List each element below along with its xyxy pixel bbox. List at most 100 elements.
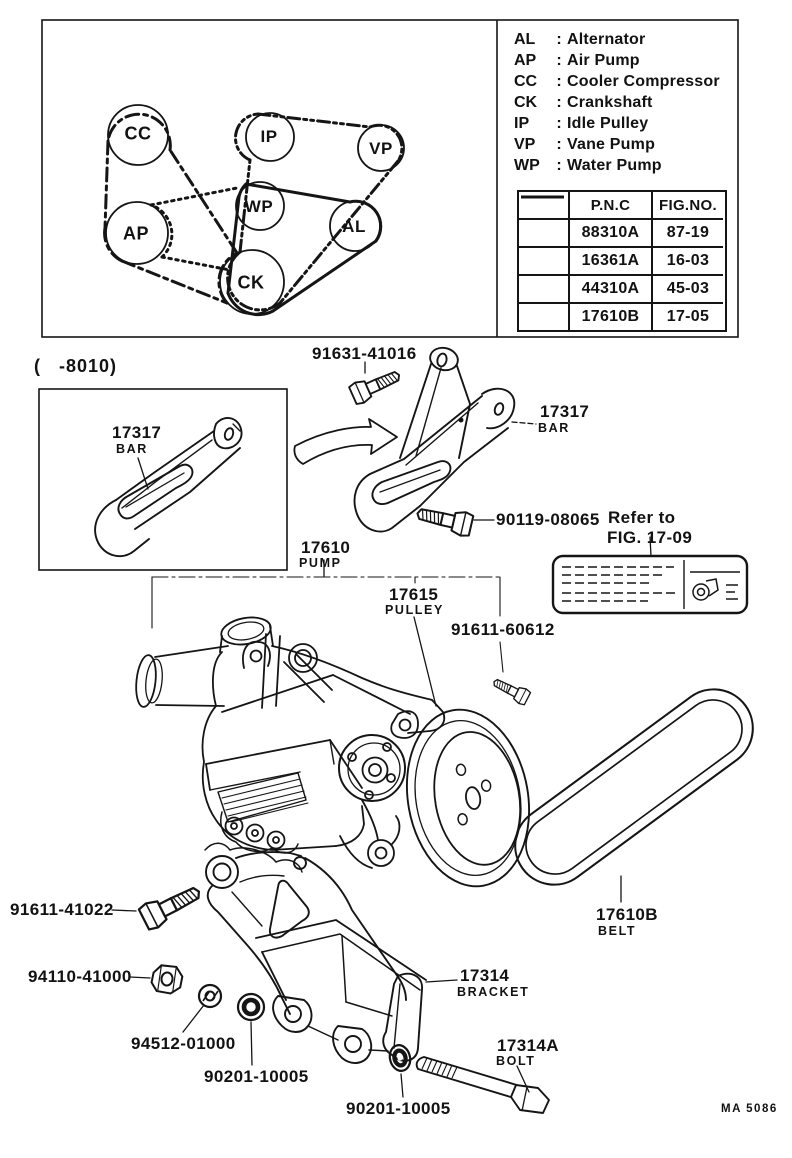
washer-90201-a-drawing <box>236 992 266 1022</box>
pulley-label-vp: VP <box>369 139 393 158</box>
legend-separator: : <box>556 114 562 132</box>
belt-dotted <box>149 186 239 272</box>
bolt-91611-41022-drawing <box>136 878 207 933</box>
washer-94512-drawing <box>197 983 223 1009</box>
callout-17615-number: 17615 <box>389 585 439 604</box>
legend-code: WP <box>514 156 540 174</box>
leader-lines <box>111 361 652 1098</box>
legend-name: Air Pump <box>567 51 640 69</box>
line-sample-dotted <box>519 195 570 330</box>
legend-name: Vane Pump <box>567 135 656 153</box>
line-sample-dash-dot <box>519 195 570 248</box>
table-corner-cell <box>519 192 570 220</box>
callout-17314a-number: 17314A <box>497 1036 559 1055</box>
caution-sticker <box>551 554 749 615</box>
pulley-17615-drawing <box>405 708 531 888</box>
legend-name: Water Pump <box>567 156 662 174</box>
callout-90201-10005-b: 90201-10005 <box>346 1099 451 1118</box>
table-cell-fig: 16-03 <box>653 248 723 276</box>
callout-17314a-word: BOLT <box>496 1054 536 1068</box>
legend-item: CC:Cooler Compressor <box>514 71 744 92</box>
belt-line-table: P.N.C FIG.NO. 88310A 87-19 16361A 16-03 … <box>517 190 727 332</box>
pulley-label-ck: CK <box>237 272 265 293</box>
belt-dash-dot <box>103 112 239 305</box>
bolt-91631-drawing <box>347 364 405 407</box>
legend-separator: : <box>556 156 562 174</box>
callout-17615-word: PULLEY <box>385 603 444 617</box>
pulley-label-ap: AP <box>122 223 150 244</box>
callout-17317-old-number: 17317 <box>112 423 162 442</box>
legend-separator: : <box>556 93 562 111</box>
callout-91611-41022: 91611-41022 <box>10 900 114 919</box>
legend-separator: : <box>556 135 562 153</box>
legend-name: Idle Pulley <box>567 114 649 132</box>
pump-17610-drawing <box>135 616 446 873</box>
callout-90119-08065: 90119-08065 <box>496 510 600 529</box>
line-sample-dash-dot-dot <box>519 195 570 304</box>
callout-17610b-number: 17610B <box>596 905 658 924</box>
callout-94110-41000: 94110-41000 <box>28 967 132 986</box>
legend-code: AP <box>514 51 537 69</box>
callout-17317-old-word: BAR <box>116 442 148 456</box>
callout-17314-word: BRACKET <box>457 985 530 999</box>
page-code: MA 5086 <box>721 1103 778 1115</box>
callout-17610-number: 17610 <box>301 538 351 557</box>
legend-item: VP: Vane Pump <box>514 134 744 155</box>
legend-item: AP: Air Pump <box>514 50 744 71</box>
sticker-pump-icon <box>690 571 740 601</box>
table-cell-fig: 87-19 <box>653 220 723 248</box>
legend-code: CK <box>514 93 538 111</box>
callout-17610-word: PUMP <box>299 556 342 570</box>
legend-name: Cooler Compressor <box>567 72 720 90</box>
bracket-17314-drawing <box>205 851 427 1064</box>
legend-code: VP <box>514 135 536 153</box>
legend-item: WP: Water Pump <box>514 155 744 176</box>
table-cell-pnc: 88310A <box>570 220 653 248</box>
refer-to-line2: FIG. 17-09 <box>607 528 693 547</box>
variant-box <box>38 388 288 571</box>
belt-17610b-drawing <box>514 688 754 886</box>
bolt-90119-drawing <box>413 500 475 539</box>
legend-code: AL <box>514 30 536 48</box>
line-sample-solid <box>519 195 570 276</box>
table-cell-fig: 17-05 <box>666 308 710 325</box>
legend-name: Crankshaft <box>567 93 653 111</box>
table-cell-pnc: 16361A <box>570 248 653 276</box>
bar-17317-new-drawing <box>353 346 516 533</box>
callout-91611-60612: 91611-60612 <box>451 620 555 639</box>
callout-91631-41016: 91631-41016 <box>312 344 417 363</box>
belt-routing-diagram <box>103 104 405 317</box>
table-cell-fig: 45-03 <box>653 276 723 304</box>
callout-17314-number: 17314 <box>460 966 510 985</box>
legend-item: IP: Idle Pulley <box>514 113 744 134</box>
washer-90201-b-drawing <box>388 1044 412 1072</box>
arrow-icon <box>293 418 398 465</box>
pulley-label-wp: WP <box>244 197 274 216</box>
refer-to-line1: Refer to <box>608 508 676 527</box>
belt-dash-dot-dot <box>226 112 404 312</box>
legend-item: CK: Crankshaft <box>514 92 744 113</box>
bolt-17314a-drawing <box>415 1056 550 1114</box>
variant-note: ( -8010) <box>34 356 118 376</box>
table-header-pnc: P.N.C <box>570 192 653 220</box>
bar-17317-old-drawing <box>94 417 243 558</box>
table-header-fig: FIG.NO. <box>653 192 723 220</box>
legend-item: AL: Alternator <box>514 29 744 50</box>
nut-94110-drawing <box>150 964 184 995</box>
hardware-drawings <box>136 364 550 1114</box>
pulley-label-ip: IP <box>260 127 278 146</box>
callout-17610b-word: BELT <box>598 924 637 938</box>
legend-separator: : <box>556 51 562 69</box>
legend: AL: Alternator AP: Air Pump CC:Cooler Comp… <box>514 29 744 176</box>
legend-name: Alternator <box>567 30 646 48</box>
table-cell-pnc: 17610B <box>570 304 653 330</box>
legend-code: IP <box>514 114 530 132</box>
pulley-label-al: AL <box>342 217 366 236</box>
top-section-frame <box>41 19 739 338</box>
callout-17317-new-number: 17317 <box>540 402 590 421</box>
callout-90201-10005-a: 90201-10005 <box>204 1067 309 1086</box>
legend-separator: : <box>556 30 562 48</box>
table-cell-pnc: 44310A <box>570 276 653 304</box>
